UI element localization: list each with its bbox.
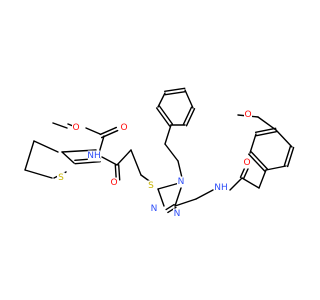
amide-nh-2: NH [214, 183, 228, 193]
triazole-nitrogen-2: N [151, 204, 158, 214]
single-bond-line [101, 156, 118, 166]
single-bond-line [24, 169, 53, 179]
atom-label-background [244, 109, 252, 121]
atom-label-background [120, 122, 128, 134]
atom-labels-layer: O O NH S O S N N N NH O O [57, 109, 252, 220]
atom-label-background [110, 177, 118, 189]
atom-label-background [147, 180, 155, 192]
single-bond-line [130, 149, 142, 176]
bonds-layer [24, 87, 295, 214]
atom-label-background [177, 176, 185, 188]
single-bond-line [257, 116, 277, 131]
double-bond-line [158, 105, 174, 125]
single-bond-line [164, 124, 172, 145]
atom-label-background [173, 208, 181, 220]
single-bond-line [249, 133, 257, 154]
single-bond-line [241, 177, 260, 189]
double-bond-line [164, 90, 186, 96]
single-bond-line [61, 149, 97, 153]
triazole-nitrogen-4: N [178, 177, 185, 187]
double-bond-line [286, 146, 295, 168]
single-bond-line [275, 129, 293, 148]
ester-carbonyl-oxygen: O [120, 123, 127, 133]
atom-label-background [57, 172, 65, 184]
single-bond-line [229, 177, 243, 191]
single-bond-line [24, 140, 35, 171]
double-bond-line [117, 164, 121, 181]
single-bond-line [184, 89, 194, 109]
amide-nh-1: NH [87, 151, 101, 161]
ester-oxygen: O [72, 123, 79, 133]
atom-label-background [214, 182, 228, 194]
single-bond-line [85, 127, 101, 135]
single-bond-line [174, 198, 197, 207]
single-bond-line [258, 169, 267, 189]
atom-label-background [150, 203, 158, 215]
double-bond-line [185, 108, 196, 127]
amide-carbonyl-oxygen-2: O [243, 158, 250, 168]
methoxy-oxygen: O [244, 110, 251, 120]
single-bond-line [157, 188, 165, 207]
single-bond-line [157, 92, 166, 108]
single-bond-line [265, 165, 287, 171]
amide-carbonyl-oxygen-1: O [110, 178, 117, 188]
double-bond-line [254, 127, 277, 134]
single-bond-line [116, 149, 132, 166]
single-bond-line [52, 122, 68, 129]
double-bond-line [242, 167, 250, 180]
double-bond-line [182, 106, 193, 125]
double-bond-line [74, 160, 101, 165]
double-bond-line [99, 126, 118, 136]
double-bond-line [250, 151, 268, 170]
atom-label-background [87, 150, 101, 162]
single-bond-line [98, 135, 105, 154]
double-bond-line [165, 203, 175, 211]
double-bond-line [164, 87, 186, 93]
single-bond-line [61, 151, 75, 164]
thioether-sulfur: S [148, 181, 154, 191]
double-bond-line [255, 130, 278, 137]
single-bond-line [195, 189, 214, 200]
single-bond-line [164, 143, 179, 162]
double-bond-line [283, 145, 292, 167]
thiophene-sulfur: S [58, 173, 64, 183]
triazole-nitrogen-1: N [174, 209, 181, 219]
atom-label-background [243, 157, 251, 169]
double-bond-line [155, 107, 171, 127]
single-bond-line [33, 140, 59, 153]
atom-label-background [72, 122, 80, 134]
double-bond-line [167, 206, 177, 214]
molecule-structure-diagram: O O NH S O S N N N NH O O [24, 87, 295, 220]
double-bond-line [248, 153, 266, 172]
